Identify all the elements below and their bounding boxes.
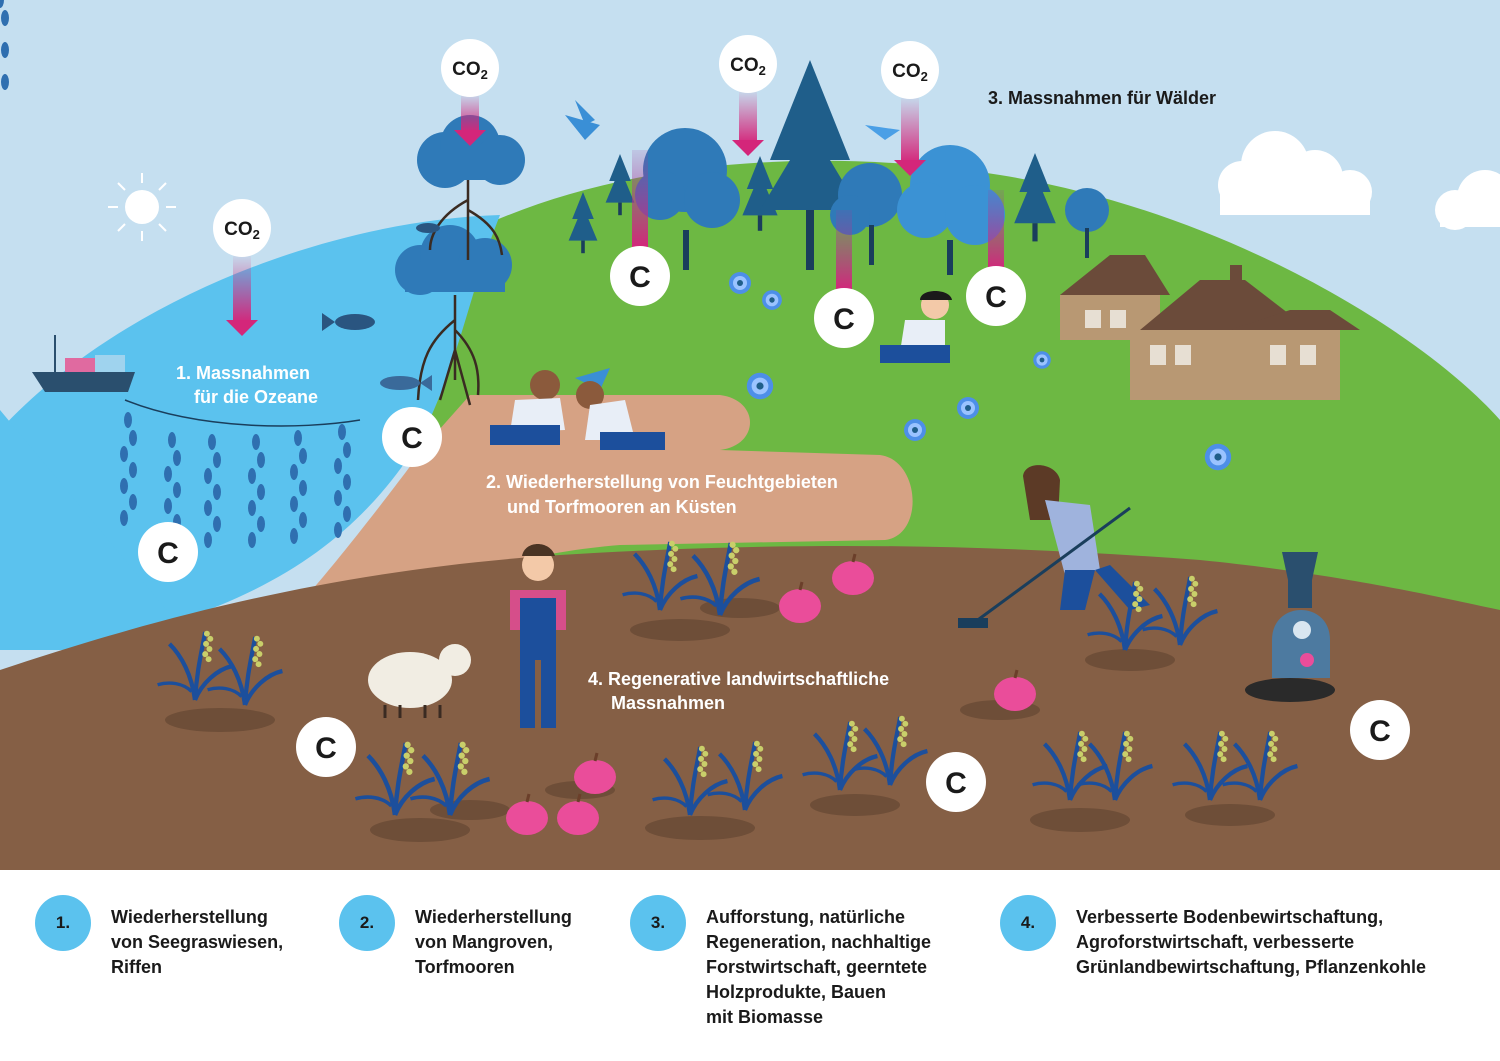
co2-badge: CO2 [719, 35, 777, 93]
farmer-figure [510, 544, 566, 728]
svg-text:CO2: CO2 [452, 59, 488, 82]
soil-mounds [165, 598, 1275, 842]
svg-text:C: C [985, 281, 1007, 314]
sheep-icon [368, 644, 471, 718]
carbon-badge: C [296, 717, 356, 777]
seagrass [0, 0, 351, 548]
soil-field [0, 545, 1500, 870]
svg-text:C: C [401, 422, 423, 455]
gardener-figure [958, 465, 1150, 628]
svg-text:Massnahmen: Massnahmen [611, 693, 725, 713]
cloud-icon [1218, 131, 1500, 230]
legend-number: 4. [1000, 895, 1056, 951]
svg-text:2. Wiederherstellung von Feuch: 2. Wiederherstellung von Feuchtgebieten [486, 472, 838, 492]
svg-text:C: C [945, 767, 967, 800]
carbon-badge: C [814, 288, 874, 348]
svg-text:und Torfmooren an Küsten: und Torfmooren an Küsten [507, 497, 737, 517]
ocean [0, 215, 500, 640]
svg-text:für die Ozeane: für die Ozeane [194, 387, 318, 407]
legend-item-wetlands: 2. Wiederherstellung von Mangroven, Torf… [339, 895, 572, 980]
legend-number: 2. [339, 895, 395, 951]
carbon-badges: C C C C C C C C [138, 246, 1410, 812]
label-oceans: 1. Massnahmen für die Ozeane [176, 363, 318, 407]
svg-text:1. Massnahmen: 1. Massnahmen [176, 363, 310, 383]
carbon-badge: C [382, 407, 442, 467]
co2-badge: CO2 [881, 41, 939, 99]
fishing-boat-icon [32, 335, 135, 392]
svg-text:C: C [315, 732, 337, 765]
sun-icon [108, 173, 176, 241]
legend-text: Wiederherstellung von Seegraswiesen, Rif… [111, 907, 284, 977]
planting-figures [490, 291, 952, 450]
wetland-sand [290, 395, 913, 615]
svg-text:C: C [157, 537, 179, 570]
co2-arrows [226, 89, 926, 336]
legend-text: Wiederherstellung von Mangroven, Torfmoo… [415, 907, 572, 977]
svg-text:CO2: CO2 [224, 219, 260, 242]
fish-icon [322, 223, 440, 391]
legend-item-agriculture: 4. Verbesserte Bodenbewirtschaftung, Agr… [1000, 895, 1427, 980]
biochar-kiln-icon [1245, 552, 1335, 702]
label-wetlands: 2. Wiederherstellung von Feuchtgebieten … [486, 472, 838, 517]
co2-badges: CO2 CO2 CO2 CO2 [213, 35, 939, 257]
label-forests: 3. Massnahmen für Wälder [988, 88, 1216, 108]
legend-text: Verbesserte Bodenbewirtschaftung, Agrofo… [1076, 907, 1427, 977]
legend-item-oceans: 1. Wiederherstellung von Seegraswiesen, … [35, 895, 284, 980]
carbon-badge: C [1350, 700, 1410, 760]
svg-text:C: C [1369, 715, 1391, 748]
legend: 1. Wiederherstellung von Seegraswiesen, … [0, 870, 1500, 1061]
carbon-badge: C [966, 266, 1026, 326]
svg-text:4. Regenerative landwirtschaft: 4. Regenerative landwirtschaftliche [588, 669, 889, 689]
co2-badge: CO2 [441, 39, 499, 97]
label-agriculture: 4. Regenerative landwirtschaftliche Mass… [588, 669, 889, 713]
legend-text: Aufforstung, natürliche Regeneration, na… [706, 907, 932, 1027]
svg-text:3. Massnahmen für Wälder: 3. Massnahmen für Wälder [988, 88, 1216, 108]
legend-item-forests: 3. Aufforstung, natürliche Regeneration,… [630, 895, 932, 1030]
legend-number: 1. [35, 895, 91, 951]
illustration-scene: CO2 CO2 CO2 CO2 C C C C C C C C 1. Massn… [0, 0, 1500, 870]
farm-houses [1060, 255, 1360, 400]
co2-badge: CO2 [213, 199, 271, 257]
carbon-badge: C [926, 752, 986, 812]
svg-text:C: C [629, 261, 651, 294]
carbon-badge: C [610, 246, 670, 306]
svg-text:CO2: CO2 [730, 55, 766, 78]
bird-icon [565, 100, 900, 140]
seagrass-line [124, 399, 361, 427]
legend-number: 3. [630, 895, 686, 951]
svg-text:CO2: CO2 [892, 61, 928, 84]
carbon-badge: C [138, 522, 198, 582]
carbon-arrows [632, 150, 1004, 290]
svg-text:C: C [833, 303, 855, 336]
